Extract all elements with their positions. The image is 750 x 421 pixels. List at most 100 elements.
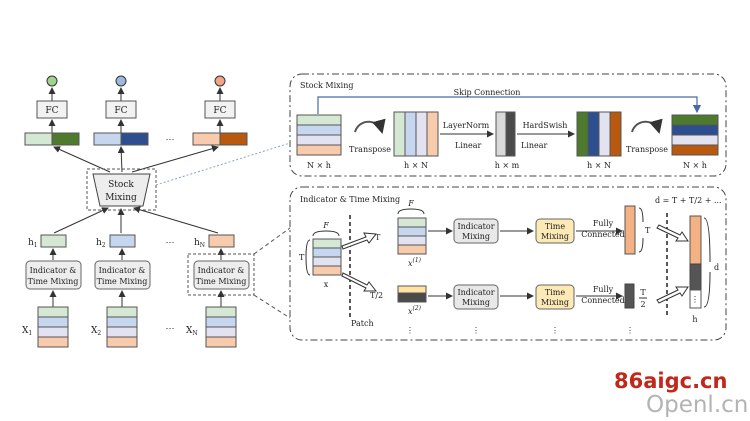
svg-text:Mixing: Mixing [541, 232, 569, 241]
x1-stack [397, 217, 427, 255]
svg-text:Mixing: Mixing [541, 298, 569, 307]
h-block-N [208, 234, 235, 248]
stock-mixing-block [92, 173, 151, 207]
svg-text:h: h [692, 315, 697, 324]
watermark: 86aigc.cn Openl.cn [614, 369, 748, 418]
concat-arrow-2 [656, 286, 689, 304]
svg-text:hN: hN [194, 238, 205, 249]
matrix-hxn-1 [393, 111, 439, 157]
svg-text:F: F [322, 221, 329, 230]
concat-arrow-1 [656, 224, 689, 242]
svg-text:Mixing: Mixing [105, 193, 137, 203]
output-circle-1 [46, 75, 58, 87]
svg-text:Skip Connection: Skip Connection [454, 88, 521, 97]
fc-output-1 [624, 205, 636, 255]
svg-text:h1: h1 [28, 238, 38, 249]
fc-box-N: FC [204, 100, 236, 119]
ellipsis-x: ⋯ [166, 324, 175, 334]
svg-text:Time Mixing: Time Mixing [97, 277, 148, 286]
svg-text:F: F [407, 199, 414, 208]
svg-text:Indicator &: Indicator & [198, 266, 245, 275]
svg-text:⋮: ⋮ [472, 326, 480, 335]
indicator-mixing-box-2: Indicator Mixing [453, 284, 499, 310]
svg-text:T/2: T/2 [370, 291, 383, 300]
feature-bar-N [192, 132, 248, 146]
x-stack-2 [106, 306, 138, 348]
svg-text:Indicator &: Indicator & [99, 266, 146, 275]
svg-text:d: d [714, 263, 719, 272]
indicator-mixing-box-1: Indicator Mixing [453, 218, 499, 244]
svg-text:Transpose: Transpose [349, 145, 391, 154]
svg-text:Time Mixing: Time Mixing [28, 277, 79, 286]
ellipsis-h: ⋯ [166, 238, 175, 248]
input-x-stack [312, 238, 342, 276]
svg-text:⋮: ⋮ [406, 326, 414, 335]
left-pipeline: FC FC FC ⋯ [22, 75, 291, 348]
svg-text:x(2): x(2) [408, 305, 422, 316]
svg-text:Linear: Linear [455, 141, 482, 150]
mixer-box-N: Indicator & Time Mixing [193, 260, 250, 290]
svg-text:Stock: Stock [108, 180, 134, 190]
svg-text:x: x [324, 280, 329, 289]
svg-text:Mixing: Mixing [462, 232, 490, 241]
fc-box-2: FC [105, 100, 137, 119]
svg-text:h × m: h × m [495, 161, 520, 170]
svg-text:Time Mixing: Time Mixing [196, 277, 247, 286]
svg-text:FC: FC [213, 106, 226, 116]
x2-stack [397, 285, 427, 303]
svg-text:h × N: h × N [404, 161, 428, 170]
svg-text:⋮: ⋮ [551, 326, 559, 335]
time-mixing-box-2: Time Mixing [535, 284, 575, 310]
h-block-2 [109, 234, 136, 248]
svg-text:⋮: ⋮ [691, 295, 699, 304]
x-stack-1 [37, 306, 69, 348]
svg-text:Connected: Connected [581, 296, 625, 305]
svg-text:X2: X2 [91, 326, 101, 337]
svg-text:FC: FC [114, 106, 127, 116]
output-circle-2 [115, 75, 127, 87]
svg-text:⋮: ⋮ [626, 326, 634, 335]
mixer-box-1: Indicator & Time Mixing [25, 260, 82, 290]
time-mixing-box-1: Time Mixing [535, 218, 575, 244]
svg-text:N × h: N × h [683, 161, 707, 170]
svg-text:Time: Time [545, 288, 565, 297]
svg-text:Openl.cn: Openl.cn [646, 392, 748, 418]
svg-text:HardSwish: HardSwish [523, 121, 568, 130]
svg-text:X1: X1 [22, 326, 32, 337]
patch-arrow-1 [341, 232, 377, 250]
matrix-nxh-input [296, 114, 342, 156]
indicator-time-panel: Indicator & Time Mixing d = T + T/2 + ..… [289, 186, 727, 341]
feature-bar-1 [24, 132, 80, 146]
matrix-hxm [495, 111, 516, 157]
svg-text:h × N: h × N [587, 161, 611, 170]
feature-bar-2 [93, 132, 149, 146]
svg-text:T: T [645, 226, 651, 235]
svg-text:Stock Mixing: Stock Mixing [300, 81, 353, 90]
fc-output-2 [624, 283, 635, 309]
concat-h [689, 215, 702, 309]
svg-text:Indicator: Indicator [457, 288, 494, 297]
svg-text:Linear: Linear [521, 141, 548, 150]
transpose-arrow-1 [354, 118, 386, 134]
svg-text:Transpose: Transpose [626, 145, 668, 154]
x-stack-N [205, 306, 237, 348]
svg-text:Indicator & Time Mixing: Indicator & Time Mixing [300, 195, 400, 204]
svg-text:T: T [375, 233, 381, 242]
svg-text:h2: h2 [96, 238, 106, 249]
output-circle-N [214, 75, 226, 87]
svg-text:d = T + T/2 + ...: d = T + T/2 + ... [655, 196, 722, 205]
svg-text:86aigc.cn: 86aigc.cn [614, 369, 727, 393]
svg-text:LayerNorm: LayerNorm [443, 121, 490, 130]
mixer-box-2: Indicator & Time Mixing [94, 260, 151, 290]
svg-text:XN: XN [186, 326, 198, 337]
stock-mixing-panel: Stock Mixing Skip Connection N × h Trans… [289, 73, 727, 177]
transpose-arrow-2 [631, 118, 663, 134]
svg-text:Indicator: Indicator [457, 222, 494, 231]
svg-text:T: T [299, 253, 305, 262]
svg-text:Indicator &: Indicator & [30, 266, 77, 275]
svg-text:2: 2 [640, 300, 645, 309]
fc-box-1: FC [36, 100, 68, 119]
ellipsis-top: ⋯ [166, 135, 175, 145]
svg-text:Patch: Patch [351, 319, 374, 328]
svg-text:Time: Time [545, 222, 565, 231]
